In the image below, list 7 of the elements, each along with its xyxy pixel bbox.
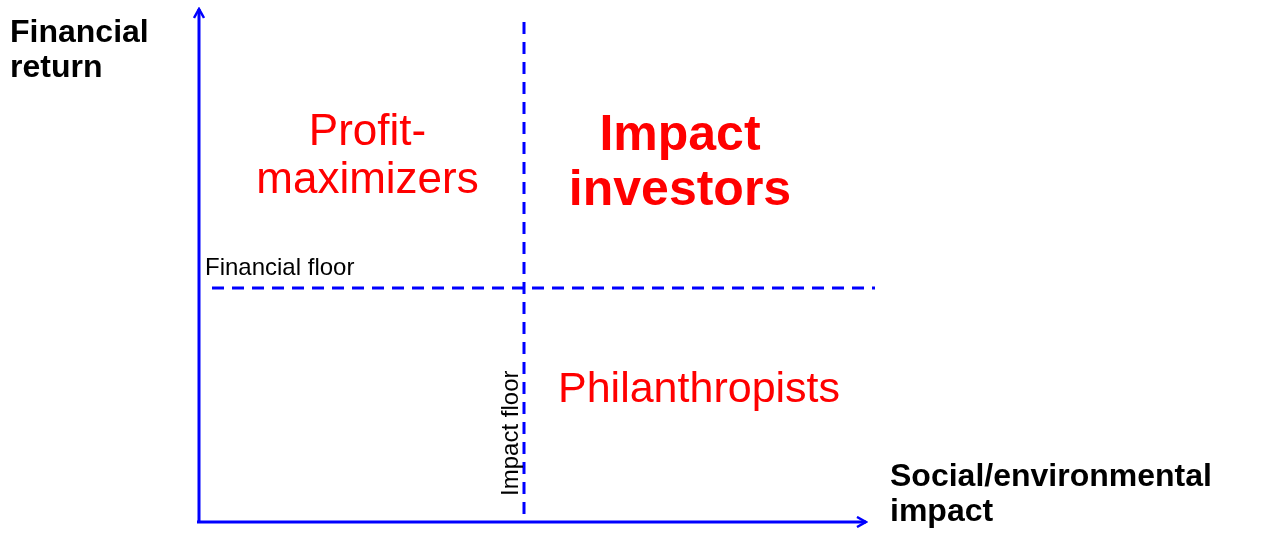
axis-title: Financial return bbox=[10, 14, 150, 85]
threshold-label: Impact floor bbox=[496, 369, 524, 498]
quadrant-label: Profit-maximizers bbox=[255, 106, 480, 203]
axis-title: Social/environmental impact bbox=[890, 458, 1213, 529]
threshold-label: Financial floor bbox=[205, 254, 355, 281]
quadrant-label: Philanthropists bbox=[558, 364, 841, 412]
quadrant-label: Impact investors bbox=[567, 106, 793, 216]
